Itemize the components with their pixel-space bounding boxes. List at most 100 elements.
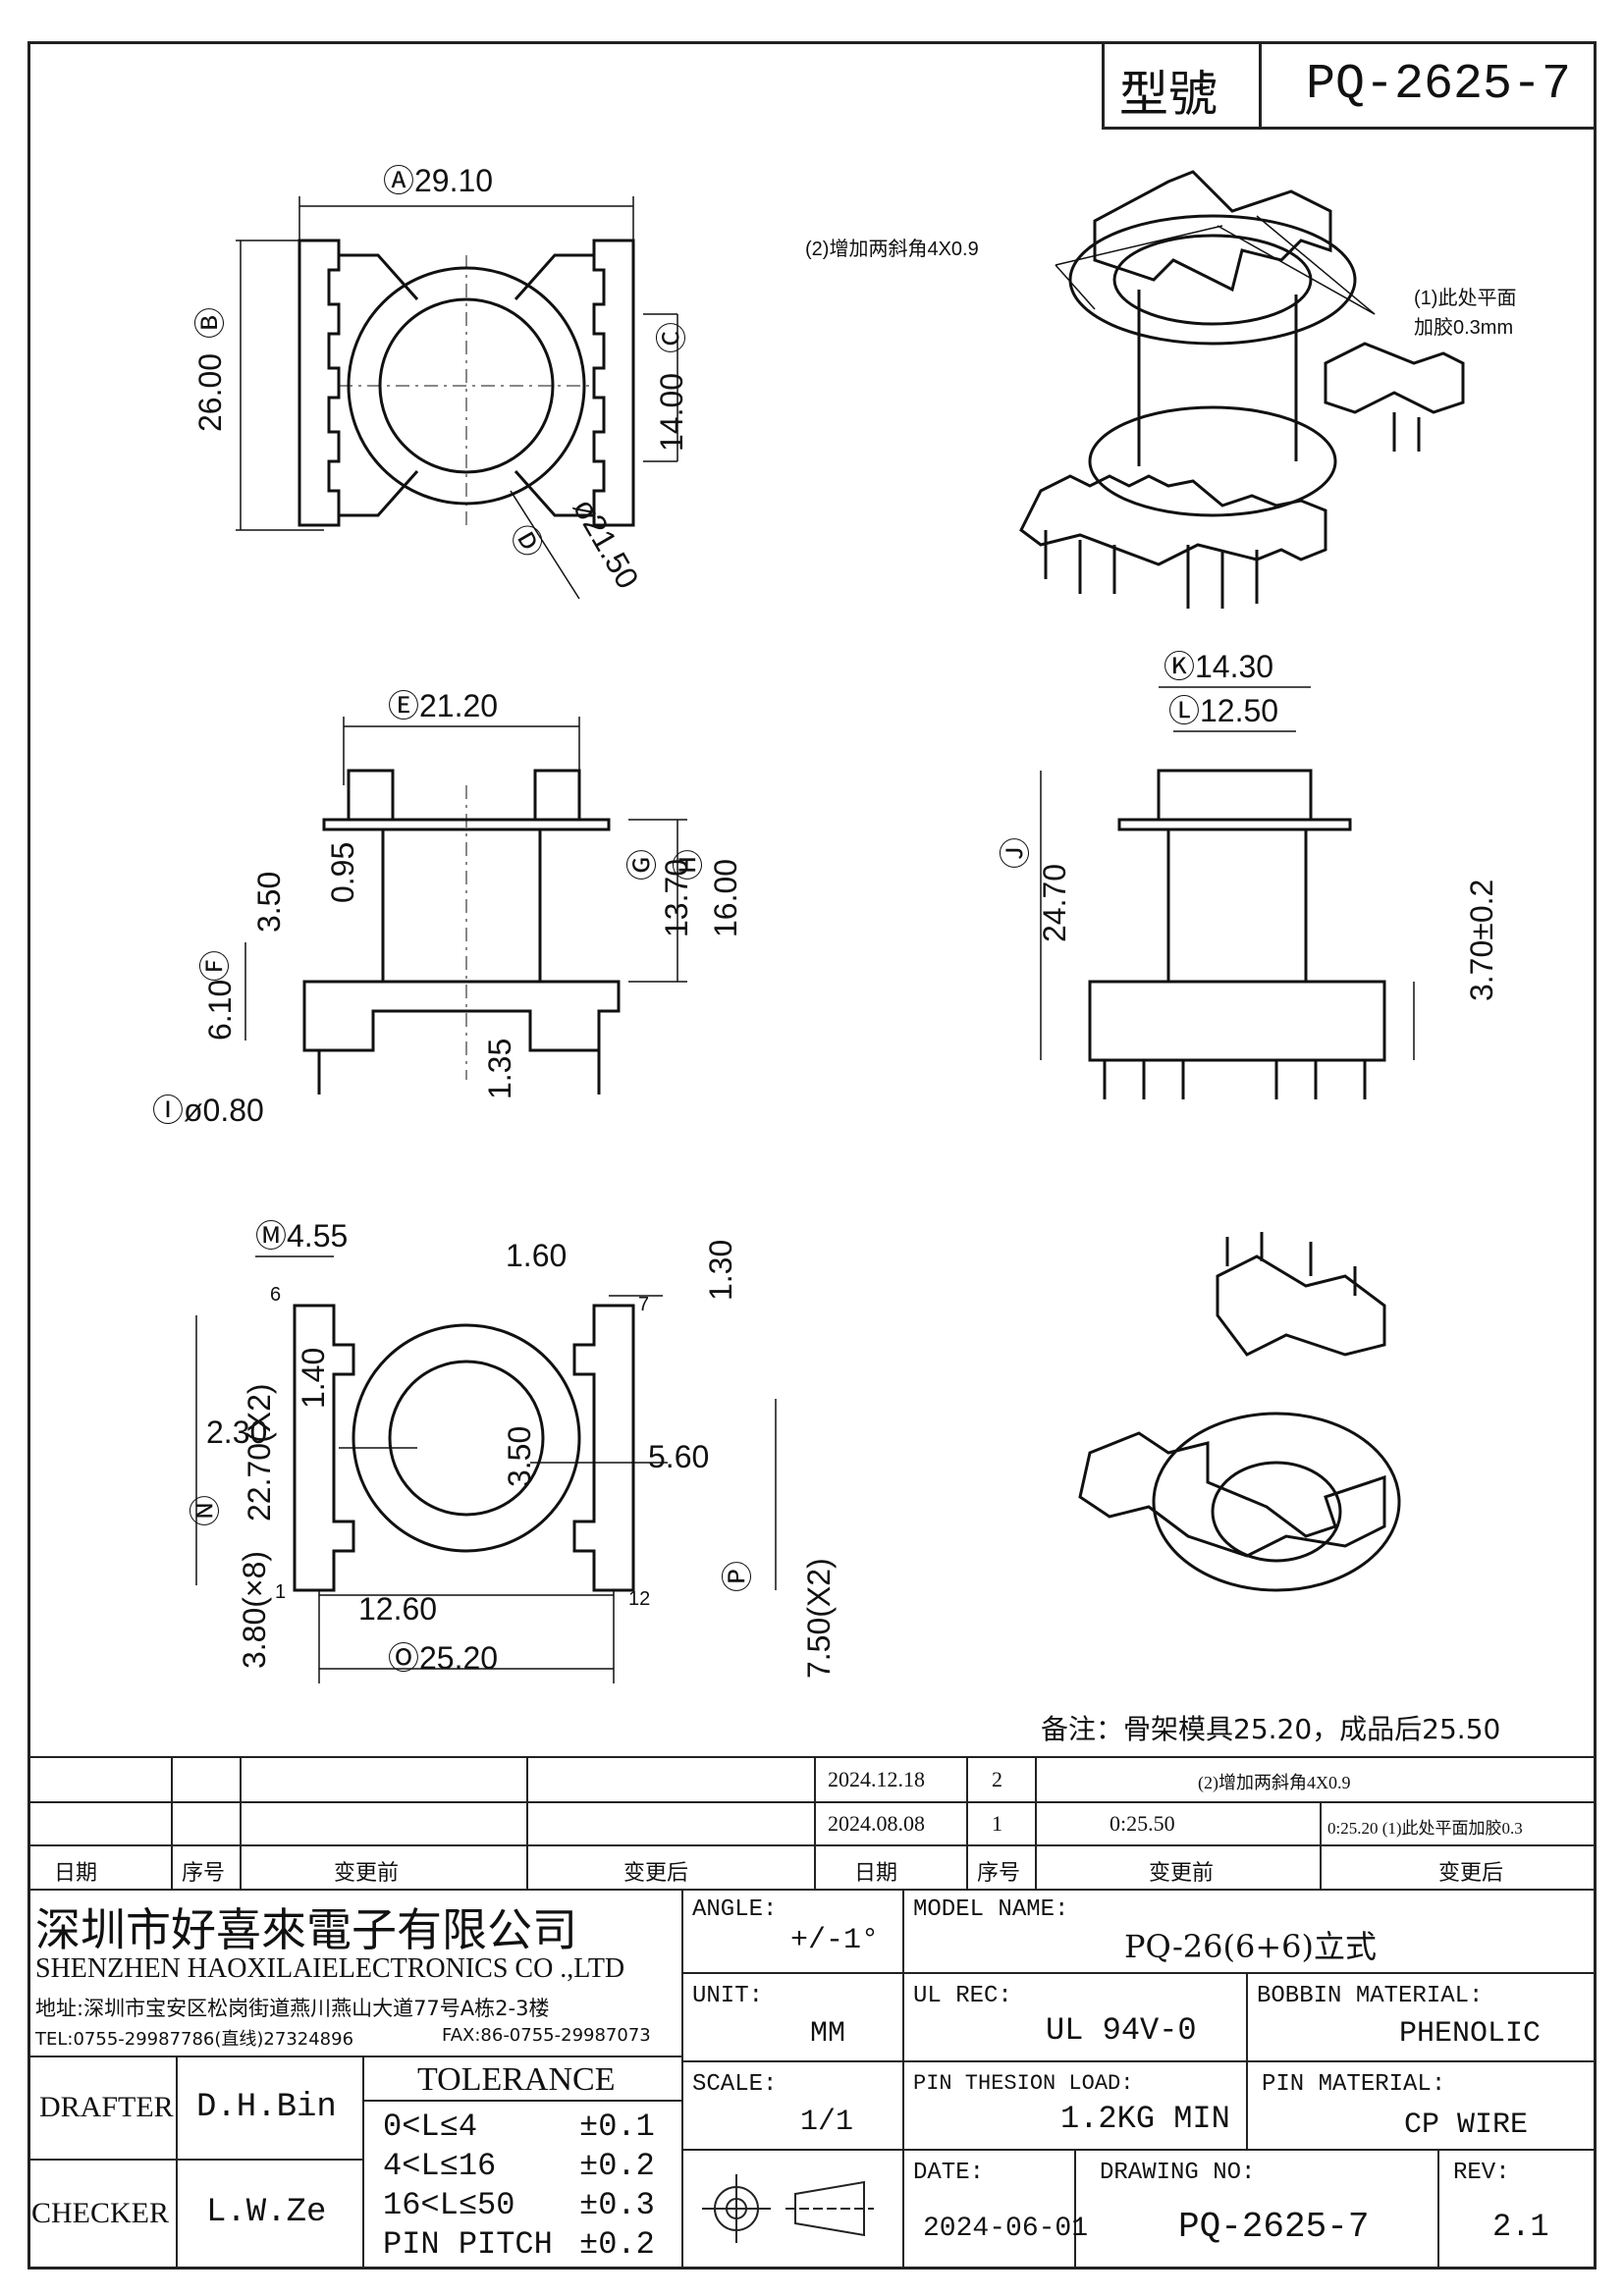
drawing-no-label: DRAWING NO:: [1100, 2160, 1256, 2186]
iso-bottom-view: [1078, 1232, 1401, 1592]
checker-label: CHECKER: [31, 2197, 170, 2229]
tolerance-title: TOLERANCE: [417, 2061, 616, 2098]
dim-l: Ⓛ12.50: [1168, 693, 1278, 728]
dim-c: Ⓒ: [654, 322, 689, 353]
rev-label: REV:: [1453, 2160, 1510, 2186]
dim-e: Ⓔ21.20: [388, 688, 498, 723]
title-box: [1102, 41, 1597, 130]
rev1-before: 0:25.50: [1110, 1811, 1175, 1836]
rev2-no: 2: [992, 1767, 1002, 1791]
dim-h-val: 16.00: [708, 859, 743, 937]
model-value: PQ-2625-7: [1306, 57, 1572, 113]
dim-k: Ⓚ14.30: [1164, 649, 1273, 684]
dim-j: Ⓙ: [998, 837, 1033, 869]
pin-7: 7: [638, 1294, 649, 1315]
tolerance-tol-3: ±0.3: [579, 2187, 655, 2223]
dim-v3500: 3.50: [502, 1426, 537, 1487]
projection-symbol-icon: [702, 2174, 874, 2243]
load-value: 1.2KG MIN: [1060, 2101, 1230, 2137]
pin-1: 1: [275, 1581, 286, 1603]
pin-material-label: PIN MATERIAL:: [1262, 2071, 1446, 2098]
dim-o: Ⓞ25.20: [388, 1640, 498, 1676]
ul-label: UL REC:: [913, 1983, 1012, 2009]
drafter-value: D.H.Bin: [196, 2089, 337, 2126]
angle-value: +/-1°: [790, 1924, 880, 1957]
dim-v160: 1.60: [506, 1238, 567, 1273]
hdr-no-2: 序号: [977, 1861, 1021, 1886]
dim-b-val: 26.00: [192, 353, 228, 432]
iso-top-view: [1019, 170, 1465, 609]
dim-v130: 1.30: [703, 1240, 738, 1301]
pin-6: 6: [270, 1284, 281, 1306]
dim-i: Ⓘø0.80: [152, 1093, 264, 1128]
rev1-no: 1: [992, 1811, 1002, 1836]
ul-value: UL 94V-0: [1046, 2012, 1197, 2049]
load-label: PIN THESION LOAD:: [913, 2071, 1134, 2096]
scale-value: 1/1: [800, 2106, 854, 2139]
tolerance-range-3: 16<L≤50: [383, 2187, 515, 2223]
dim-g: Ⓖ: [624, 849, 660, 881]
dim-v140: 1.40: [296, 1348, 331, 1409]
pin-12: 12: [628, 1588, 650, 1610]
tolerance-range-2: 4<L≤16: [383, 2148, 497, 2184]
pin-material-value: CP WIRE: [1404, 2109, 1529, 2142]
dim-b: Ⓑ: [192, 307, 228, 339]
dim-j-val: 24.70: [1037, 864, 1072, 942]
scale-label: SCALE:: [692, 2071, 778, 2098]
bottom-view: [195, 1255, 777, 1683]
model-name-label: MODEL NAME:: [913, 1896, 1069, 1923]
company-fax: FAX:86-0755-29987073: [442, 2025, 651, 2046]
tolerance-tol-1: ±0.1: [579, 2109, 655, 2145]
hdr-before: 变更前: [334, 1861, 400, 1886]
drafter-label: DRAFTER: [39, 2091, 174, 2123]
rev1-date: 2024.08.08: [828, 1811, 925, 1836]
callout-right-1: (1)此处平面: [1414, 287, 1516, 309]
hdr-date: 日期: [54, 1861, 98, 1886]
tolerance-tol-4: ±0.2: [579, 2226, 655, 2263]
dim-v370: 3.70±0.2: [1464, 880, 1499, 1001]
date-label: DATE:: [913, 2160, 985, 2186]
checker-value: L.W.Ze: [206, 2194, 327, 2231]
dim-v1260: 12.60: [358, 1591, 437, 1627]
rev2-after: (2)增加两斜角4X0.9: [1198, 1773, 1351, 1792]
hdr-before-2: 变更前: [1149, 1861, 1215, 1886]
dim-v750: 7.50(X2): [801, 1558, 837, 1679]
hdr-after-2: 变更后: [1438, 1861, 1504, 1886]
model-label: 型號: [1119, 66, 1218, 123]
company-address: 地址:深圳市宝安区松岗街道燕川燕山大道77号A栋2-3楼: [35, 1997, 550, 2020]
dim-m: Ⓜ4.55: [255, 1218, 348, 1254]
dim-h: Ⓗ: [671, 849, 706, 881]
dim-p: Ⓟ: [720, 1561, 755, 1592]
side-view: [1040, 686, 1415, 1099]
angle-label: ANGLE:: [692, 1896, 778, 1923]
callout-left: (2)增加两斜角4X0.9: [805, 238, 979, 260]
dim-v230: 2.30: [206, 1415, 267, 1450]
hdr-after: 变更后: [623, 1861, 689, 1886]
top-view: [236, 196, 678, 600]
title-box-divider: [1259, 41, 1262, 130]
company-name-en: SHENZHEN HAOXILAIELECTRONICS CO .,LTD: [35, 1953, 625, 1984]
dim-f-val: 6.10: [202, 980, 238, 1041]
rev-value: 2.1: [1492, 2209, 1549, 2245]
rev2-date: 2024.12.18: [828, 1767, 925, 1791]
drawing-frame: [27, 41, 1597, 2269]
note: 备注：骨架模具25.20，成品后25.50: [1041, 1713, 1501, 1745]
tolerance-range-4: PIN PITCH: [383, 2226, 553, 2263]
dim-v2270: 22.70(X2): [242, 1383, 277, 1522]
hdr-no: 序号: [182, 1861, 226, 1886]
company-name-cn: 深圳市好喜來電子有限公司: [35, 1903, 577, 1956]
unit-label: UNIT:: [692, 1983, 764, 2009]
tolerance-range-1: 0<L≤4: [383, 2109, 478, 2145]
company-tel: TEL:0755-29987786(直线)27324896: [35, 2029, 354, 2050]
tolerance-tol-2: ±0.2: [579, 2148, 655, 2184]
bobbin-label: BOBBIN MATERIAL:: [1257, 1983, 1484, 2009]
dim-a: Ⓐ29.10: [383, 163, 493, 198]
dim-v135: 1.35: [482, 1039, 517, 1099]
dim-c-val: 14.00: [654, 373, 689, 452]
front-view: [244, 717, 687, 1095]
date-value: 2024-06-01: [923, 2214, 1089, 2244]
rev1-after: 0:25.20 (1)此处平面加胶0.3: [1327, 1819, 1523, 1838]
bobbin-value: PHENOLIC: [1399, 2017, 1542, 2051]
